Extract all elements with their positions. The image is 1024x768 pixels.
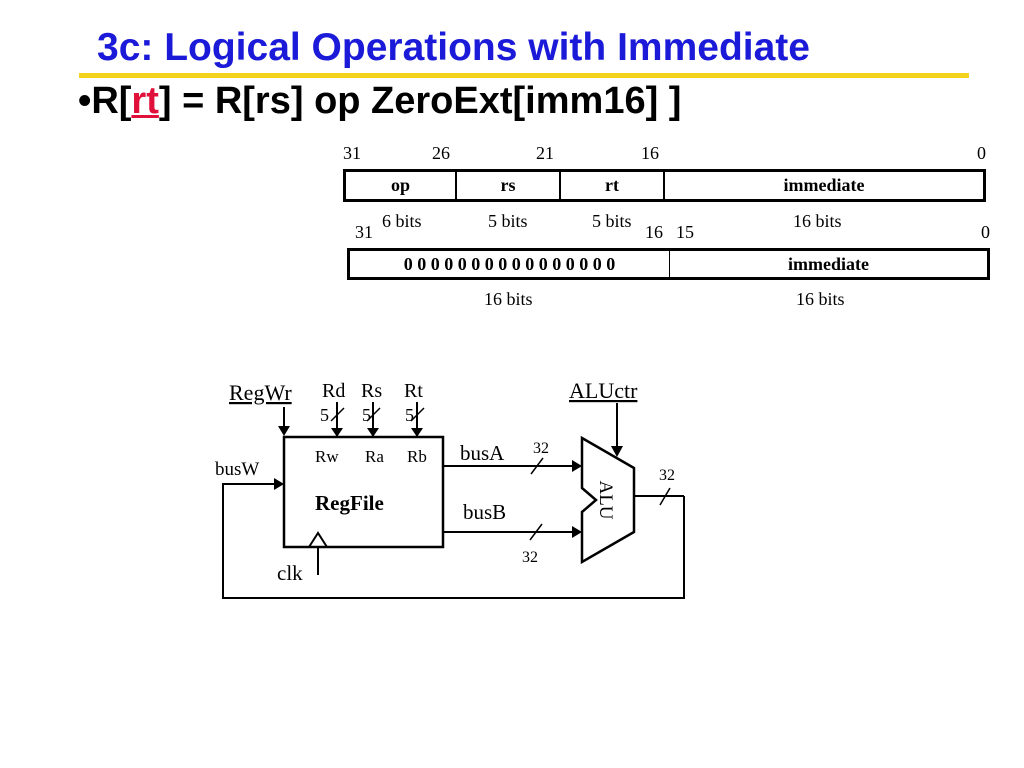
rd-width-label: 5	[320, 405, 329, 425]
width-rt: 5 bits	[592, 211, 632, 231]
alu-label: ALU	[595, 480, 616, 519]
busa-arrowhead	[572, 460, 582, 472]
aluctr-arrowhead	[611, 446, 623, 457]
bullet-prefix: R[	[91, 80, 132, 122]
bit-pos-31: 31	[343, 143, 361, 163]
zext-bit-pos-16: 16	[645, 222, 663, 242]
field-zeros: 0 0 0 0 0 0 0 0 0 0 0 0 0 0 0 0	[350, 251, 670, 277]
rd-bus-slash	[330, 407, 345, 422]
width-immediate: 16 bits	[793, 211, 842, 231]
bullet-marker: •	[78, 80, 92, 122]
width-upper-16: 16 bits	[484, 289, 533, 309]
aluctr-label: ALUctr	[569, 378, 638, 403]
busa-slash	[530, 457, 544, 475]
width-op: 6 bits	[382, 211, 422, 231]
alu-output-slash	[659, 487, 671, 506]
bit-pos-0: 0	[977, 143, 986, 163]
clk-triangle-icon	[308, 531, 328, 548]
bit-pos-26: 26	[432, 143, 450, 163]
rt-width-label: 5	[405, 405, 414, 425]
alu-shape	[580, 435, 636, 565]
port-rw-label: Rw	[315, 447, 339, 466]
regwr-label: RegWr	[229, 380, 292, 405]
rt-arrowhead	[411, 428, 423, 437]
clk-label: clk	[277, 561, 303, 585]
field-rs: rs	[457, 172, 561, 199]
rt-label: Rt	[404, 380, 423, 402]
rs-width-label: 5	[362, 405, 371, 425]
busb-arrowhead	[572, 526, 582, 538]
busb-slash	[529, 523, 543, 541]
instruction-format-box: op rs rt immediate	[343, 169, 986, 202]
rs-bus-slash	[366, 407, 381, 422]
field-zext-immediate: immediate	[788, 253, 869, 274]
zero-ext-format-box: 0 0 0 0 0 0 0 0 0 0 0 0 0 0 0 0 immediat…	[347, 248, 990, 280]
busa-width-label: 32	[533, 440, 549, 457]
rd-label: Rd	[322, 380, 345, 402]
slide-title: 3c: Logical Operations with Immediate	[97, 26, 810, 69]
rs-label: Rs	[361, 380, 382, 402]
bullet-suffix: ] = R[rs] op ZeroExt[imm16] ]	[158, 80, 682, 122]
zext-bit-pos-15: 15	[676, 222, 694, 242]
busw-arrowhead	[274, 478, 284, 490]
zext-bit-pos-0: 0	[981, 222, 990, 242]
bit-pos-16: 16	[641, 143, 659, 163]
title-underline	[79, 73, 969, 78]
rt-bus-slash	[410, 407, 425, 422]
alu-output-width-label: 32	[659, 467, 675, 484]
bit-pos-21: 21	[536, 143, 554, 163]
busa-label: busA	[460, 441, 505, 465]
busb-label: busB	[463, 500, 506, 524]
busw-wire	[222, 483, 685, 599]
zext-bit-pos-31: 31	[355, 222, 373, 242]
rd-arrowhead	[331, 428, 343, 437]
regfile-box	[282, 435, 445, 549]
bullet-rt-highlight: rt	[131, 80, 159, 122]
regwr-arrowhead	[278, 426, 290, 436]
bullet-rtl-statement: •R[rt] = R[rs] op ZeroExt[imm16] ]	[78, 80, 681, 123]
field-op: op	[346, 172, 457, 199]
width-rs: 5 bits	[488, 211, 528, 231]
port-ra-label: Ra	[365, 447, 384, 466]
port-rb-label: Rb	[407, 447, 427, 466]
rs-arrowhead	[367, 428, 379, 437]
field-rt: rt	[561, 172, 665, 199]
width-lower-16: 16 bits	[796, 289, 845, 309]
field-immediate: immediate	[783, 175, 865, 195]
regfile-label: RegFile	[315, 491, 384, 515]
busb-width-label: 32	[522, 549, 538, 566]
busw-label: busW	[215, 459, 259, 480]
